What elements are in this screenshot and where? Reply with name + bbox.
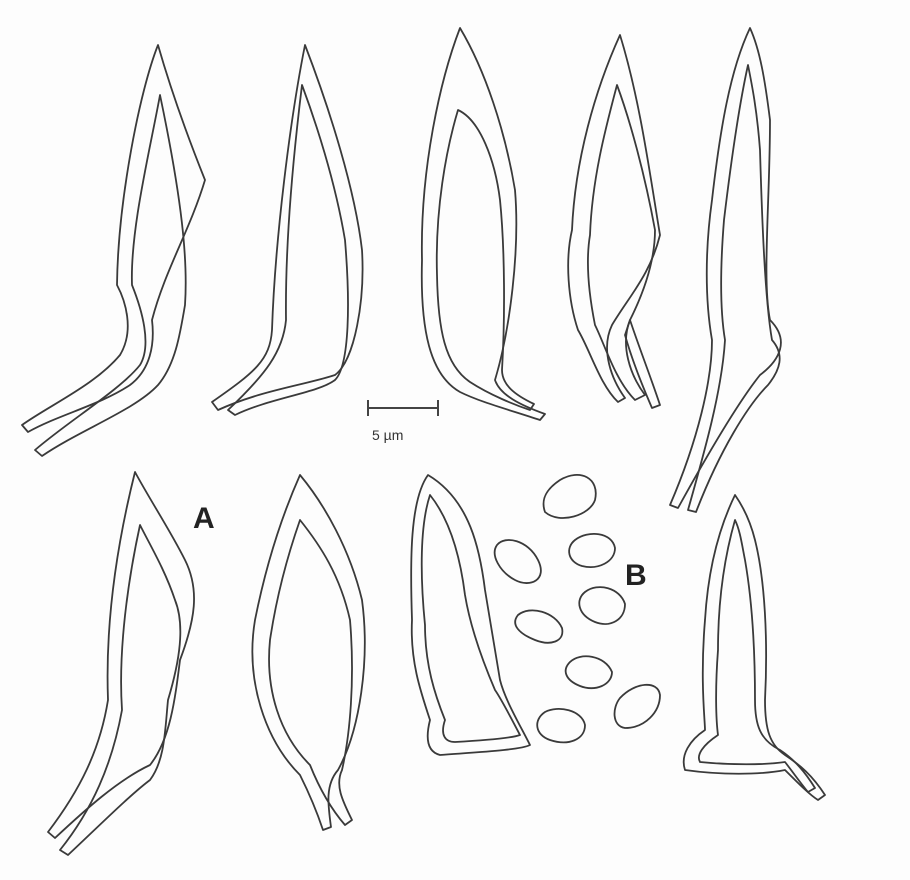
cystidium-7 bbox=[252, 475, 364, 830]
scale-bar: 5 µm bbox=[368, 400, 438, 443]
spore-7 bbox=[615, 685, 660, 728]
spore-6 bbox=[566, 656, 612, 688]
cystidium-9 bbox=[684, 495, 825, 800]
cystidium-3 bbox=[422, 28, 545, 420]
spore-8 bbox=[537, 709, 585, 742]
cystidium-4 bbox=[568, 35, 660, 408]
cystidium-1 bbox=[22, 45, 205, 456]
spore-4 bbox=[579, 587, 625, 624]
spore-5 bbox=[515, 610, 562, 642]
spore-cluster bbox=[495, 475, 660, 742]
panel-label-b: B bbox=[625, 559, 647, 592]
spore-2 bbox=[495, 540, 541, 583]
cystidium-5 bbox=[670, 28, 781, 512]
cystidium-8 bbox=[411, 475, 530, 755]
cystidium-6 bbox=[48, 472, 194, 855]
panel-label-a: A bbox=[193, 502, 215, 535]
cystidium-2 bbox=[212, 45, 363, 415]
spore-3 bbox=[569, 534, 615, 567]
scale-bar-label: 5 µm bbox=[372, 427, 403, 443]
spore-1 bbox=[543, 475, 595, 518]
